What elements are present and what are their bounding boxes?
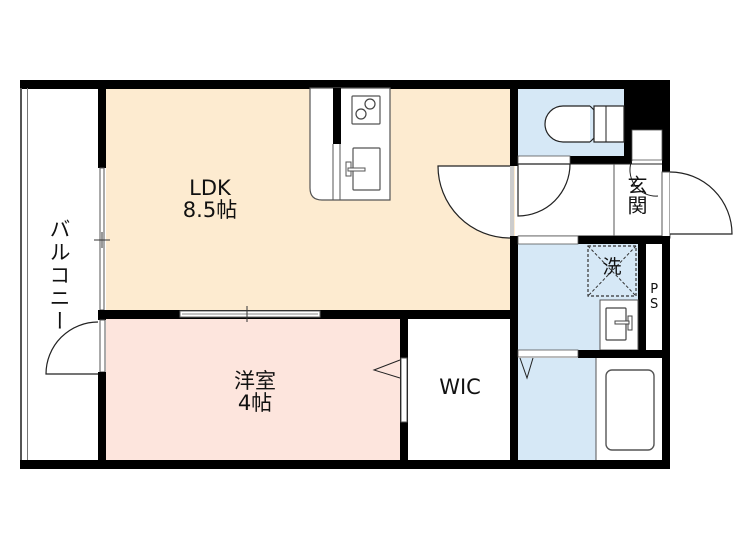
- western-room-size: 4帖: [237, 391, 273, 416]
- ldk-hall-door-frame: [510, 166, 514, 240]
- ldk-door-swing: [437, 165, 511, 239]
- ldk-label: LDK 8.5帖: [170, 177, 250, 221]
- western-room-name: 洋室: [234, 369, 276, 393]
- ldk-size: 8.5帖: [182, 198, 238, 223]
- pipe-space-label: PS: [646, 282, 662, 312]
- washing-machine-label: 洗: [602, 256, 622, 278]
- balcony-door-swing: [45, 321, 99, 375]
- wall-wic-bath: [510, 310, 518, 462]
- bathroom-area: [518, 358, 596, 460]
- wall-bath-top: [578, 350, 670, 358]
- stove-icon: [351, 95, 381, 125]
- toilet-door-swing: [517, 163, 571, 217]
- wic-label: WIC: [439, 375, 481, 399]
- bath-door-marker: [519, 357, 534, 380]
- entrance-door-swing: [669, 171, 733, 235]
- wall-toilet-bottom: [570, 156, 630, 164]
- wall-bottom: [20, 460, 670, 469]
- entrance-door-frame: [661, 171, 671, 239]
- wall-top: [20, 80, 670, 89]
- wall-western-left: [98, 372, 106, 462]
- western-room-label: 洋室 4帖: [215, 370, 295, 414]
- balcony-rail-inner: [27, 88, 28, 460]
- western-room-area: [106, 318, 400, 460]
- wall-ps-left: [638, 244, 646, 358]
- wic-door-marker: [372, 359, 401, 379]
- balcony-rail: [20, 88, 22, 460]
- balcony-area: [28, 88, 98, 460]
- pipe-space: [646, 244, 662, 350]
- entrance-label: 玄関: [624, 175, 648, 215]
- balcony-door: [99, 319, 106, 373]
- wall-toilet-right: [624, 80, 670, 130]
- washing-machine-pan: [587, 245, 637, 297]
- wall-washroom-top: [578, 236, 670, 244]
- bathtub-icon: [605, 369, 655, 451]
- wic-area: [408, 318, 510, 460]
- ldk-name: LDK: [189, 176, 231, 200]
- wall-ldk-right-bottom: [510, 236, 518, 318]
- wic-door: [400, 357, 408, 423]
- wall-ldk-left-top: [98, 88, 106, 168]
- toilet-icon: [544, 105, 625, 143]
- balcony-label: バルコニー: [47, 218, 72, 333]
- wall-ldk-right-top: [510, 88, 518, 166]
